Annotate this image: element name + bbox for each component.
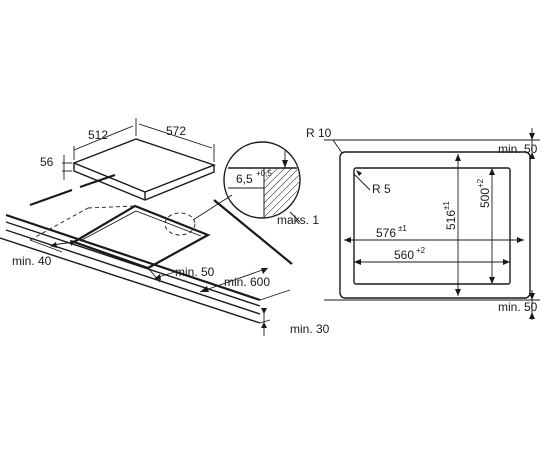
detail-callout: 6,5 +0,5 maks. 1 xyxy=(192,141,319,227)
cutout-depth-inner-tol: +2 xyxy=(476,178,485,188)
plan-view: min. 50 min. 50 R 10 R 5 576 ±1 560 +2 5… xyxy=(306,126,540,320)
isometric-view: 512 572 56 xyxy=(0,118,330,336)
detail-tolerance-label: +0,5 xyxy=(256,169,272,178)
worktop xyxy=(0,173,293,324)
cutout-rect xyxy=(353,167,511,285)
hob-dimensions: 512 572 56 xyxy=(40,118,215,180)
cutout-width-outer-label: 576 xyxy=(376,226,396,240)
cutout-depth-inner-label: 500 xyxy=(478,188,492,208)
worktop-cutout xyxy=(29,204,211,270)
worktop-depth-label: min. 600 xyxy=(224,275,270,289)
side-clearance-label: min. 50 xyxy=(175,265,215,279)
top-clearance-label: min. 50 xyxy=(498,142,538,156)
cutout-width-inner-label: 560 xyxy=(394,248,414,262)
hob-width-label: 572 xyxy=(166,124,186,138)
detail-max-label: maks. 1 xyxy=(277,213,319,227)
front-clearance-label: min. 40 xyxy=(12,254,52,268)
cutout-depth-outer-tol: ±1 xyxy=(442,201,451,210)
hob-depth-label: 512 xyxy=(88,128,108,142)
hob-plate xyxy=(72,138,217,201)
detail-value-label: 6,5 xyxy=(236,172,253,186)
wall-clearance-label: min. 30 xyxy=(290,322,330,336)
hob-outline xyxy=(339,151,531,299)
clearance-dimensions: min. 40 min. 50 min. 600 min. 30 xyxy=(12,239,330,336)
corner-radius-label: R 5 xyxy=(372,182,391,196)
cutout-width-inner-tol: +2 xyxy=(416,246,426,255)
hob-height-label: 56 xyxy=(40,155,54,169)
bottom-clearance-label: min. 50 xyxy=(498,300,538,314)
outer-radius-label: R 10 xyxy=(306,126,332,140)
cutout-width-outer-tol: ±1 xyxy=(398,224,407,233)
cutout-depth-outer-label: 516 xyxy=(444,210,458,230)
